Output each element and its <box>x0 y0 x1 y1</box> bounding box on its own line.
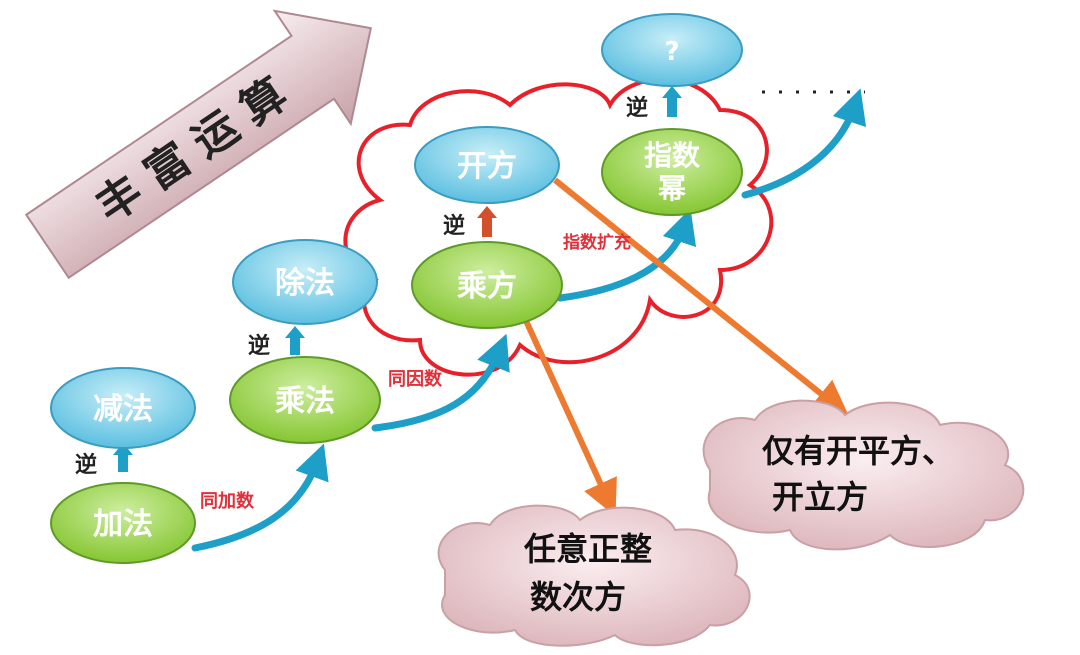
node-multiplication: 乘法 <box>229 356 381 444</box>
node-addition: 加法 <box>50 482 196 564</box>
node-root: 开方 <box>414 126 560 204</box>
node-subtraction: 减法 <box>50 367 196 449</box>
arrow-power-to-exponent <box>556 208 697 302</box>
svg-text:?: ? <box>664 37 679 67</box>
svg-text:加法: 加法 <box>93 507 153 542</box>
svg-text:指数: 指数 <box>644 139 701 172</box>
arrow-multiplication-to-power <box>371 333 510 432</box>
arrow-label: 丰富运算 <box>87 61 308 233</box>
root-note-line1: 仅有开平方、 <box>762 432 954 470</box>
label-continuation: …… <box>880 88 900 99</box>
svg-text:除法: 除法 <box>275 266 335 301</box>
inverse-arrow-exp <box>667 95 677 117</box>
arrow-power-note <box>519 310 617 517</box>
arrow-root-note <box>553 177 850 417</box>
arrow-addition-to-multiplication <box>191 443 329 552</box>
label-inverse-1: 逆 <box>75 452 97 478</box>
cloud-root-note: 仅有开平方、 开立方 <box>702 399 1025 551</box>
svg-text:乘方: 乘方 <box>457 269 517 304</box>
svg-text:开方: 开方 <box>457 149 517 184</box>
power-note-line2: 数次方 <box>530 578 626 616</box>
node-division: 除法 <box>232 239 378 325</box>
label-same-factor: 同因数 <box>388 368 443 390</box>
inverse-arrow-add <box>118 452 128 472</box>
svg-text:减法: 减法 <box>93 392 153 427</box>
node-unknown: ? <box>601 13 743 87</box>
svg-text:乘法: 乘法 <box>275 384 335 419</box>
root-note-line2: 开立方 <box>772 478 868 516</box>
label-exponent-extend: 指数扩充 <box>563 232 631 253</box>
label-inverse-4: 逆 <box>626 95 648 121</box>
label-same-addend: 同加数 <box>200 490 255 512</box>
arrow-exponent-onward <box>741 88 867 199</box>
node-exponent-power: 指数 幂 <box>601 128 743 216</box>
inverse-arrow-power <box>482 215 492 237</box>
red-cloud-outline <box>343 77 774 377</box>
svg-text:幂: 幂 <box>658 172 686 205</box>
label-inverse-3: 逆 <box>443 213 465 239</box>
node-power: 乘方 <box>411 241 563 329</box>
inverse-arrow-mult <box>290 335 300 355</box>
label-inverse-2: 逆 <box>248 333 270 359</box>
power-note-line1: 任意正整 <box>524 530 652 568</box>
cloud-power-note: 任意正整 数次方 <box>437 504 751 647</box>
